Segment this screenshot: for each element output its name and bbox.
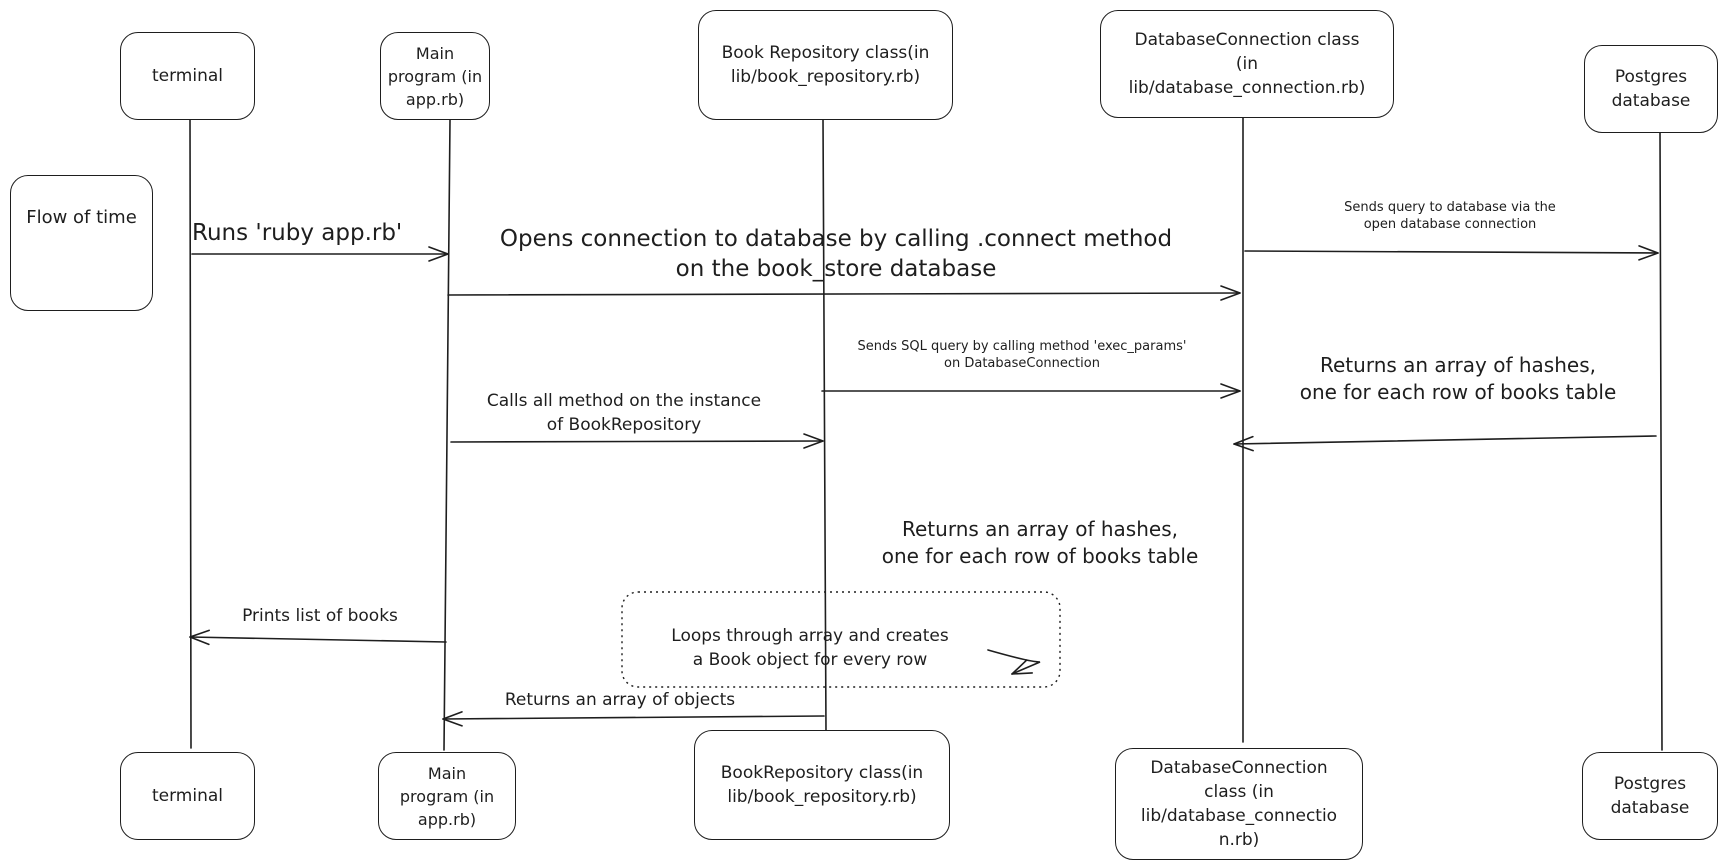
participant-postgres-bottom: Postgres database (1582, 752, 1718, 840)
flow-of-time-label: Flow of time (26, 207, 137, 228)
participant-repo-bottom: BookRepository class(in lib/book_reposit… (694, 730, 950, 840)
arrow-opens (447, 285, 1241, 301)
label-calls-all: Calls all method on the instance of Book… (486, 391, 762, 435)
lifeline-postgres (1659, 131, 1663, 751)
arrow-prints (189, 629, 447, 646)
label-returns-objects: Returns an array of objects (504, 690, 736, 710)
label-returns-db: Returns an array of hashes, one for each… (1299, 353, 1617, 404)
label-returns-repo: Returns an array of hashes, one for each… (881, 517, 1199, 568)
participant-repo-top: Book Repository class(in lib/book_reposi… (698, 10, 953, 120)
label-loops: Loops through array and creates a Book o… (671, 626, 949, 670)
label-opens: Opens connection to database by calling … (499, 226, 1173, 282)
flow-of-time-legend: Flow of time (10, 175, 153, 311)
participant-dbconn-bottom: DatabaseConnection class (in lib/databas… (1115, 748, 1363, 860)
label-sends-sql: Sends SQL query by calling method 'exec_… (857, 339, 1187, 371)
loop-frame (621, 591, 1061, 688)
arrow-loops-self (987, 649, 1041, 675)
participant-main-top: Main program (in app.rb) (380, 32, 490, 120)
label-prints: Prints list of books (242, 606, 398, 626)
arrow-returns-objects (442, 711, 825, 727)
arrow-calls-all (450, 433, 824, 449)
label-runs: Runs 'ruby app.rb' (192, 220, 403, 246)
participant-terminal-bottom: terminal (120, 752, 255, 840)
participant-main-bottom: Main program (in app.rb) (378, 752, 516, 840)
label-sends-query: Sends query to database via the open dat… (1344, 200, 1556, 232)
participant-postgres-top: Postgres database (1584, 45, 1718, 133)
participant-terminal-top: terminal (120, 32, 255, 120)
arrow-returns-db (1233, 435, 1657, 452)
lifeline-repo (822, 117, 827, 733)
participant-dbconn-top: DatabaseConnection class (in lib/databas… (1100, 10, 1394, 118)
lifeline-main (443, 119, 451, 751)
arrow-sends-query (1244, 245, 1659, 261)
lifeline-terminal (189, 117, 192, 749)
